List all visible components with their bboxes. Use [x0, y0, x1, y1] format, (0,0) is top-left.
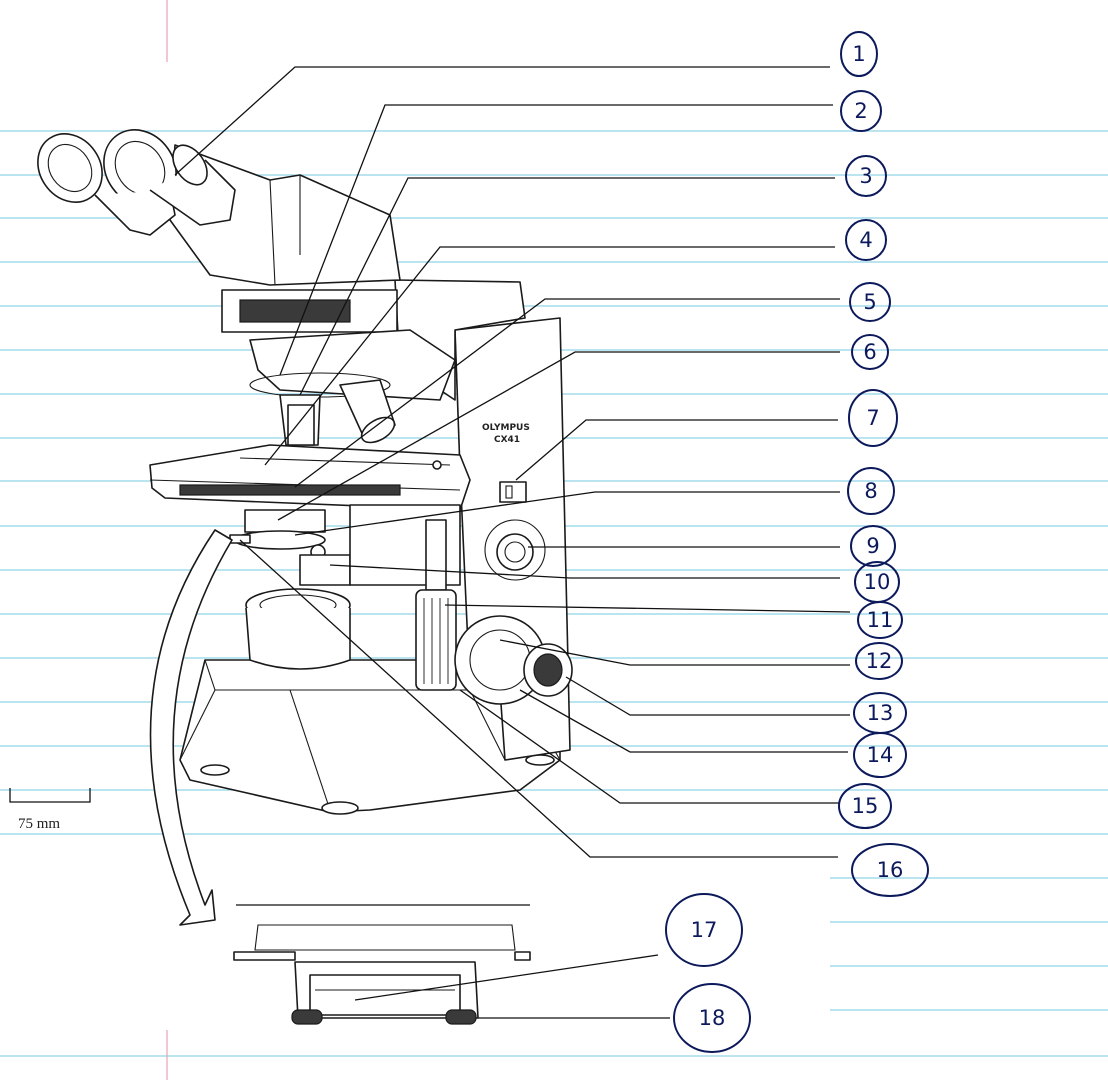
- light-intensity-knob: [496, 533, 534, 571]
- callout-number: 7: [866, 406, 879, 430]
- callout-7: 7: [848, 389, 898, 447]
- callout-8: 8: [847, 467, 895, 515]
- callout-number: 15: [852, 794, 879, 818]
- leader-line-12: [499, 639, 850, 666]
- focus-knobs: [454, 615, 573, 705]
- callout-1: 1: [840, 31, 878, 77]
- callout-circle: [851, 843, 929, 897]
- leader-line-14: [519, 689, 848, 753]
- leader-lines: [174, 66, 851, 1019]
- mechanical-stage: [149, 444, 471, 511]
- callout-circle: [845, 219, 887, 261]
- callout-14: 14: [853, 732, 907, 778]
- callout-16: 16: [851, 843, 929, 897]
- callout-number: 17: [691, 918, 718, 942]
- model-label: CX41: [494, 435, 520, 445]
- callout-number: 4: [859, 228, 872, 252]
- callout-number: 14: [867, 743, 894, 767]
- callout-13: 13: [853, 692, 907, 734]
- light-intensity-scale: [484, 519, 546, 581]
- leader-line-8: [294, 491, 840, 536]
- objectives: [279, 379, 396, 446]
- microscope-illustration: OLYMPUS CX41: [37, 129, 573, 926]
- leader-line-17: [354, 954, 659, 1001]
- callout-number: 5: [863, 290, 876, 314]
- leader-line-2: [279, 104, 833, 376]
- revolving-nosepiece: [249, 329, 456, 401]
- callout-5: 5: [849, 282, 891, 322]
- callout-circle: [673, 983, 751, 1053]
- stage-control-knobs: [415, 589, 457, 691]
- callout-number: 1: [852, 42, 865, 66]
- brand-label: OLYMPUS: [482, 423, 530, 433]
- power-switch: [499, 481, 527, 503]
- callout-circle: [855, 642, 903, 680]
- callout-circle: [665, 893, 743, 967]
- binocular-tube: [169, 144, 401, 286]
- callout-circle: [845, 155, 887, 197]
- leader-line-5: [294, 298, 840, 488]
- callout-number: 12: [866, 649, 893, 673]
- callout-4: 4: [845, 219, 887, 261]
- leader-line-15: [459, 689, 840, 804]
- callout-10: 10: [854, 561, 900, 603]
- callout-circle: [853, 732, 907, 778]
- callout-number: 18: [699, 1006, 726, 1030]
- condenser-detail-inset: [233, 904, 531, 1025]
- callout-2: 2: [840, 90, 882, 132]
- callout-circle: [838, 783, 892, 829]
- callout-18: 18: [673, 983, 751, 1053]
- callout-number: 8: [864, 479, 877, 503]
- callout-17: 17: [665, 893, 743, 967]
- callout-3: 3: [845, 155, 887, 197]
- leader-line-16: [239, 539, 838, 858]
- detail-arrow: [149, 529, 233, 926]
- scale-bar-label: 75 mm: [18, 816, 60, 832]
- callout-circle: [850, 525, 896, 567]
- callout-number: 13: [867, 701, 894, 725]
- leader-line-10: [329, 564, 840, 579]
- callout-circle: [848, 389, 898, 447]
- leader-line-6: [277, 351, 840, 521]
- callout-number: 16: [877, 858, 904, 882]
- callout-circle: [849, 282, 891, 322]
- leader-line-13: [565, 676, 850, 716]
- callout-6: 6: [851, 334, 889, 370]
- callout-12: 12: [855, 642, 903, 680]
- leader-line-1: [174, 66, 830, 176]
- callout-number: 9: [866, 534, 879, 558]
- leader-line-7: [515, 419, 838, 481]
- callout-circle: [851, 334, 889, 370]
- callout-number: 10: [864, 570, 891, 594]
- leader-line-11: [444, 604, 851, 613]
- leader-line-3: [299, 177, 835, 396]
- scale-bar: 75 mm: [9, 788, 91, 832]
- callout-15: 15: [838, 783, 892, 829]
- callout-circle: [857, 601, 903, 639]
- field-lens: [245, 588, 351, 670]
- callout-circle: [847, 467, 895, 515]
- leader-line-4: [264, 246, 835, 466]
- callout-number: 2: [854, 99, 867, 123]
- callout-circle: [840, 90, 882, 132]
- callout-number: 6: [863, 340, 876, 364]
- callout-number: 3: [859, 164, 872, 188]
- callout-11: 11: [857, 601, 903, 639]
- condenser: [229, 509, 351, 586]
- callout-circle: [840, 31, 878, 77]
- eyepieces: [37, 129, 236, 236]
- callout-9: 9: [850, 525, 896, 567]
- callout-number: 11: [867, 608, 894, 632]
